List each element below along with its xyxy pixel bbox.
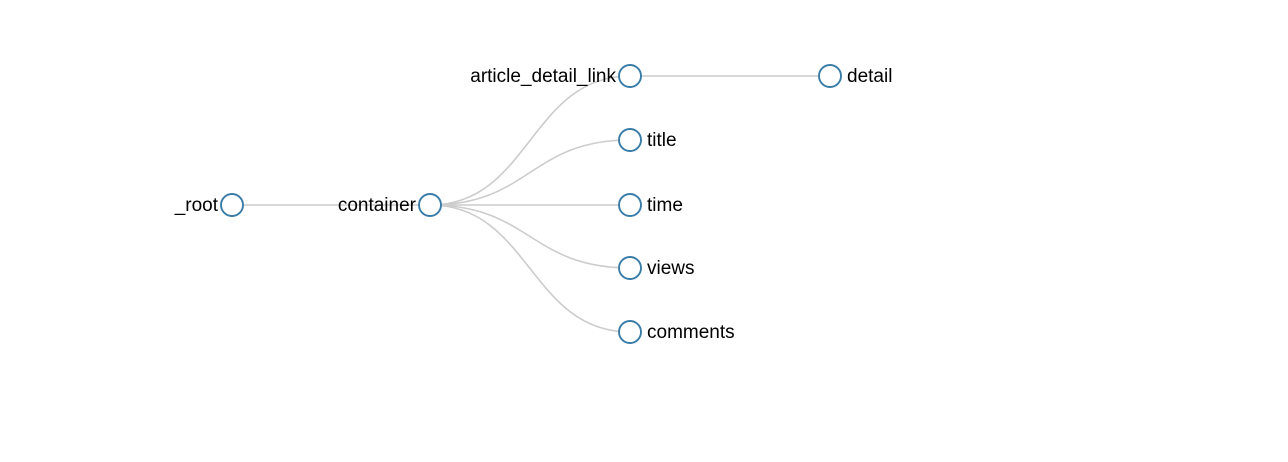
node-label-comments: comments <box>647 322 735 343</box>
node-label-root: _root <box>174 195 219 216</box>
tree-link-container-to-comments <box>429 204 631 333</box>
tree-node-comments[interactable]: comments <box>618 320 735 344</box>
tree-node-article_detail_link[interactable]: article_detail_link <box>470 64 642 88</box>
tree-node-time[interactable]: time <box>618 193 683 217</box>
node-label-container: container <box>338 195 417 216</box>
node-circle-container[interactable] <box>418 193 442 217</box>
tree-node-root[interactable]: _root <box>174 193 244 217</box>
tree-node-detail[interactable]: detail <box>818 64 892 88</box>
node-circle-root[interactable] <box>220 193 244 217</box>
tree-node-views[interactable]: views <box>618 256 695 280</box>
node-label-title: title <box>647 130 677 151</box>
tree-link-container-to-article_detail_link <box>429 75 631 206</box>
tree-node-title[interactable]: title <box>618 128 677 152</box>
node-circle-time[interactable] <box>618 193 642 217</box>
tree-node-container[interactable]: container <box>338 193 442 217</box>
links-layer <box>232 75 830 333</box>
node-label-views: views <box>647 258 695 279</box>
node-label-article_detail_link: article_detail_link <box>470 66 616 87</box>
node-circle-article_detail_link[interactable] <box>618 64 642 88</box>
tree-link-container-to-views <box>429 204 631 269</box>
node-circle-comments[interactable] <box>618 320 642 344</box>
node-circle-views[interactable] <box>618 256 642 280</box>
node-circle-detail[interactable] <box>818 64 842 88</box>
tree-link-container-to-title <box>429 139 631 206</box>
node-circle-title[interactable] <box>618 128 642 152</box>
node-label-time: time <box>647 195 683 216</box>
node-label-detail: detail <box>847 66 892 87</box>
